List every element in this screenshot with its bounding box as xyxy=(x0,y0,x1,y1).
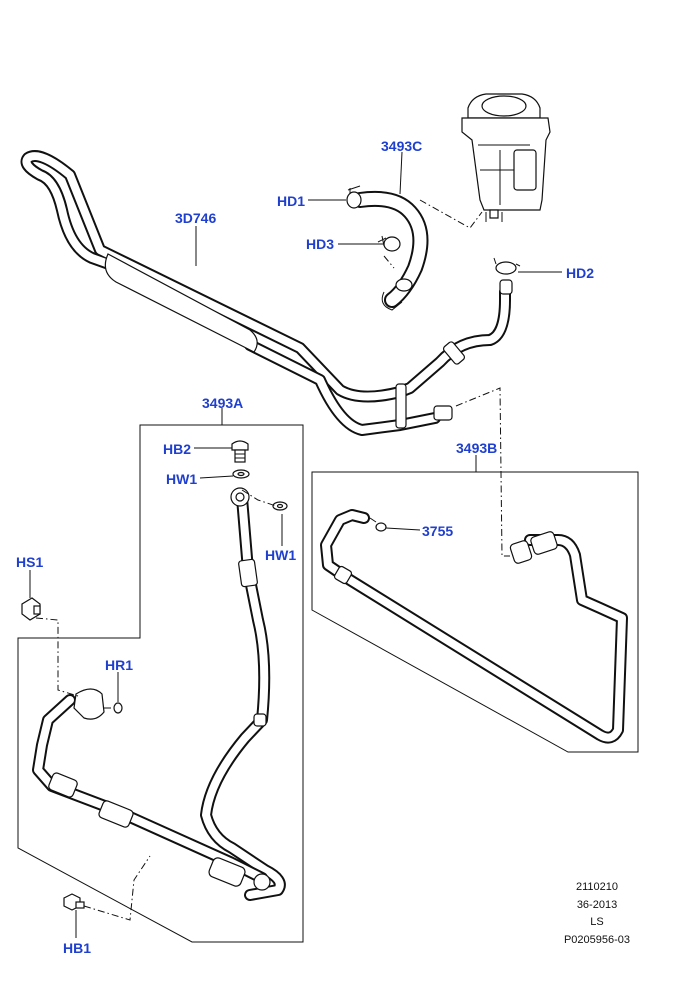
callout-hw1-lower: HW1 xyxy=(265,547,296,563)
footer-line-4: P0205956-03 xyxy=(564,934,630,946)
callout-hd1: HD1 xyxy=(277,193,305,209)
footer-line-2: 36-2013 xyxy=(577,899,617,911)
box-3493A xyxy=(17,424,304,943)
fluid-reservoir xyxy=(461,93,551,222)
hose-3493C xyxy=(352,190,429,311)
callout-3493A: 3493A xyxy=(202,395,243,411)
washer-hw1-lower xyxy=(272,501,288,511)
callout-hs1: HS1 xyxy=(16,554,43,570)
hose-3493A xyxy=(32,487,286,901)
footer-line-1: 2110210 xyxy=(576,881,618,893)
hose-3493B xyxy=(320,509,628,744)
callout-hd3: HD3 xyxy=(306,236,334,252)
washer-hw1-upper xyxy=(232,469,250,479)
callout-3D746: 3D746 xyxy=(175,210,216,226)
clip-3755 xyxy=(369,517,387,532)
callout-hb2: HB2 xyxy=(163,441,191,457)
bolt-hs1 xyxy=(21,597,41,621)
callout-hb1: HB1 xyxy=(63,940,91,956)
callout-3755: 3755 xyxy=(422,523,453,539)
cooler-line-3D746 xyxy=(20,150,513,436)
callout-hr1: HR1 xyxy=(105,657,133,673)
clamp-hd2 xyxy=(493,257,521,275)
bolt-hb1 xyxy=(63,893,85,911)
footer-line-3: LS xyxy=(590,916,603,928)
leader-lines xyxy=(29,151,562,938)
bolt-hb2 xyxy=(231,440,249,463)
box-3493B xyxy=(311,471,639,753)
callout-hd2: HD2 xyxy=(566,265,594,281)
clamp-hd1 xyxy=(346,185,362,209)
retainer-hr1 xyxy=(113,702,123,714)
callout-hw1-upper: HW1 xyxy=(166,471,197,487)
callout-3493B: 3493B xyxy=(456,440,497,456)
callout-3493C: 3493C xyxy=(381,138,422,154)
